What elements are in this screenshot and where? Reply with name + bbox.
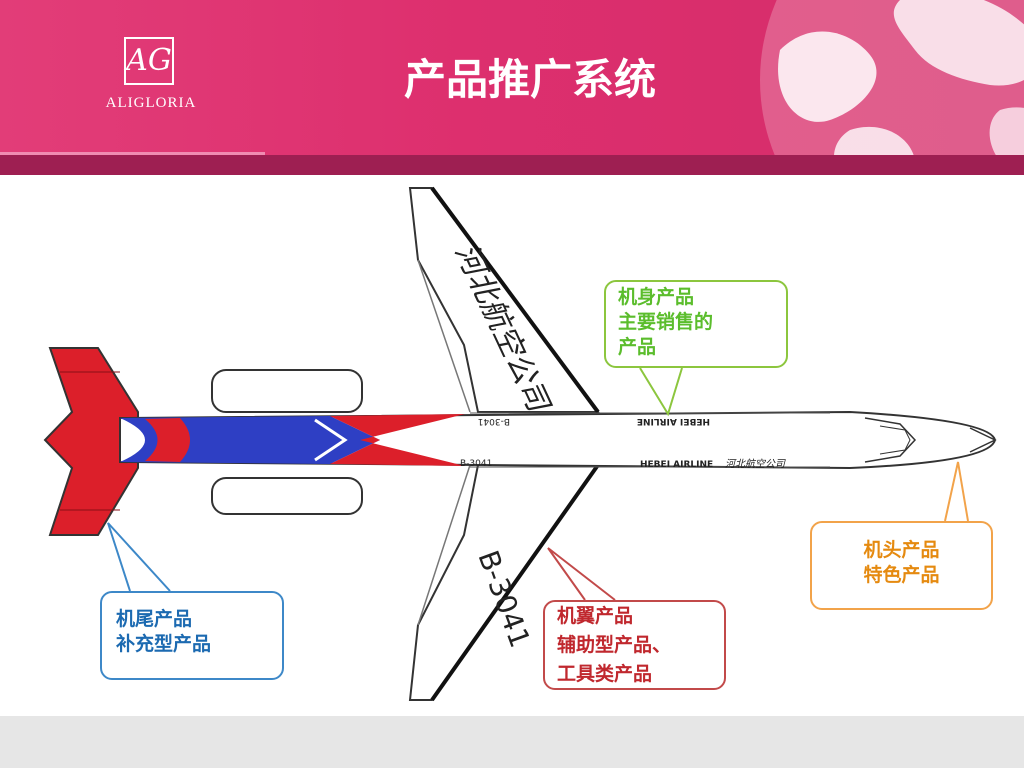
callout-tail-line2: 补充型产品: [116, 633, 212, 655]
globe-graphic: [760, 0, 1024, 175]
aligloria-logo-name: ALIGLORIA: [105, 95, 197, 111]
callout-wing-line3: 工具类产品: [557, 663, 653, 685]
cockpit-windows: [864, 417, 917, 463]
callout-tail-line1: 机尾产品: [116, 608, 193, 630]
callout-fuselage-line2: 主要销售的: [618, 311, 714, 333]
fuselage-airline-top: HEBEI AIRLINE: [637, 416, 710, 426]
header-band: [0, 155, 1024, 175]
fuselage-registration-top: B-3041: [478, 416, 510, 426]
fuselage-airline-bottom: HEBEI AIRLINE: [640, 460, 713, 470]
callout-nose-line2: 特色产品: [863, 564, 940, 586]
callout-nose-line1: 机头产品: [863, 539, 940, 561]
callout-fuselage-products: 机身产品 主要销售的 产品: [604, 280, 788, 368]
fuselage-red-livery: [145, 418, 190, 462]
fuselage-registration-bottom: B-3041: [460, 459, 492, 469]
tail-stabilizer: [43, 347, 139, 536]
callout-fuselage-line1: 机身产品: [618, 286, 695, 308]
callout-wing-products: 机翼产品 辅助型产品、 工具类产品: [543, 600, 726, 690]
callout-fuselage-line3: 产品: [618, 336, 657, 358]
callout-wing-line2: 辅助型产品、: [557, 634, 672, 656]
upper-engine: [211, 369, 363, 413]
callout-nose-products: 机头产品 特色产品: [810, 521, 993, 610]
callout-wing-line1: 机翼产品: [557, 605, 634, 627]
header-banner: AG ALIGLORIA 产品推广系统: [0, 0, 1024, 175]
footer-bar: [0, 716, 1024, 768]
callout-tail-products: 机尾产品 补充型产品: [100, 591, 284, 680]
lower-engine: [211, 477, 363, 515]
aligloria-logo-mark: AG: [124, 37, 174, 85]
header-accent-line: [0, 152, 265, 156]
fuselage-airline-cn-bottom: 河北航空公司: [725, 458, 786, 470]
page-title: 产品推广系统: [403, 55, 656, 104]
